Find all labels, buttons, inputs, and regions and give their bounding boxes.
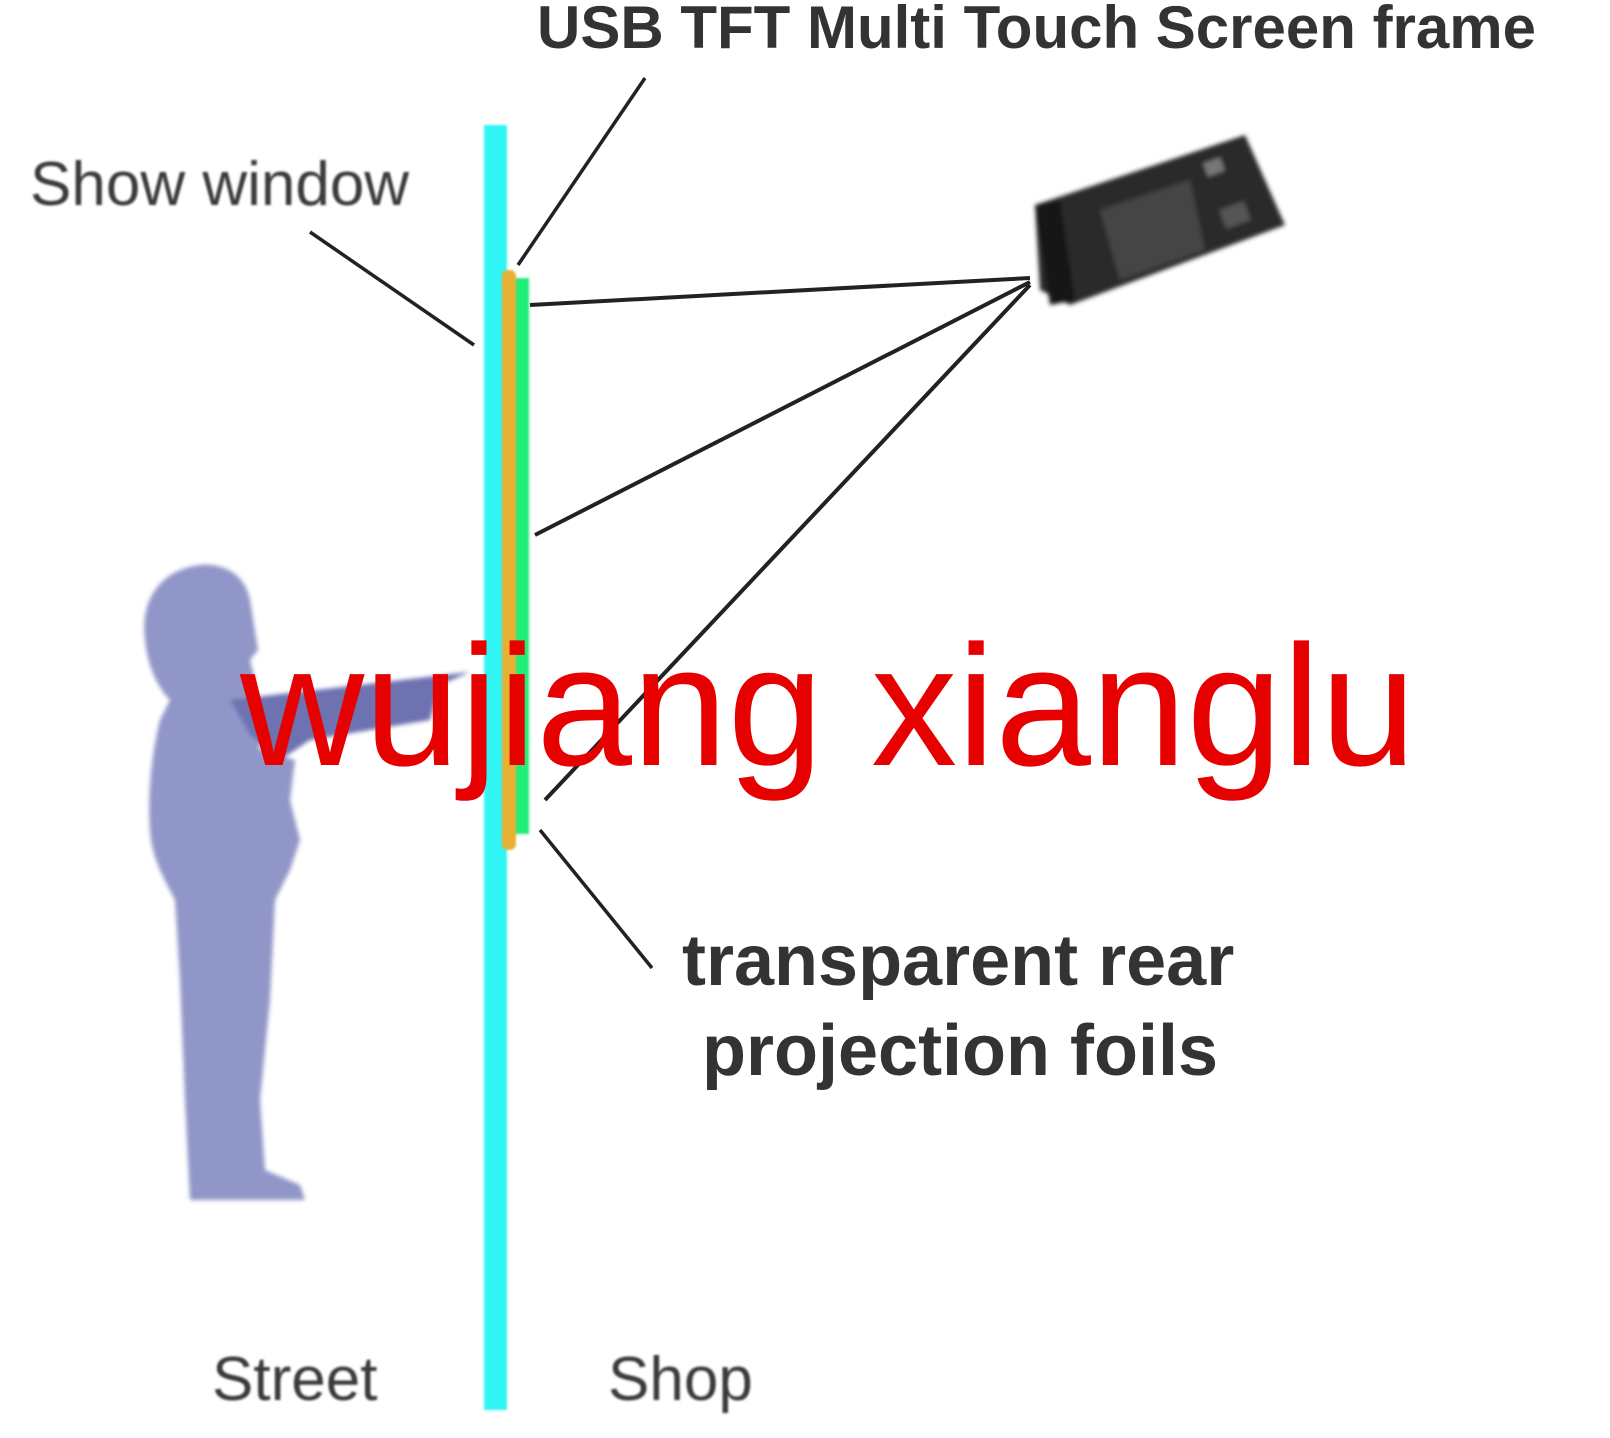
screen-frame-label: USB TFT Multi Touch Screen frame (537, 0, 1536, 61)
show-window-glass (484, 125, 507, 1410)
street-label: Street (212, 1345, 377, 1414)
foils-label-line1: transparent rear (682, 921, 1234, 1001)
watermark: wujiang xianglu (239, 610, 1416, 802)
show-window-label: Show window (30, 150, 409, 219)
leader-lines (309, 77, 654, 970)
person-silhouette (144, 564, 470, 1200)
foils-label-line2: projection foils (702, 1011, 1218, 1091)
projector-icon (1035, 135, 1285, 305)
touch-screen-frame (513, 278, 529, 834)
shop-label: Shop (608, 1345, 753, 1414)
projection-foil (502, 270, 516, 850)
projection-beams (529, 276, 1032, 802)
